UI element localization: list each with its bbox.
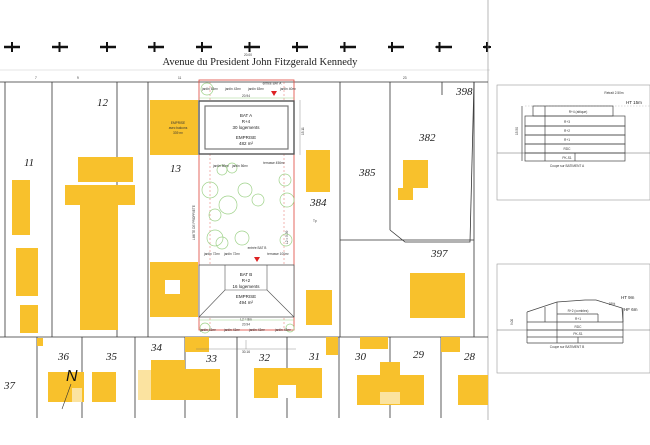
- svg-text:jardin 63m²: jardin 63m²: [201, 87, 218, 91]
- neighbor-emprise: EMPRISE: [171, 121, 185, 125]
- svg-text:36: 36: [57, 351, 70, 363]
- svg-text:29: 29: [413, 349, 425, 361]
- svg-text:15.50: 15.50: [515, 127, 519, 135]
- svg-text:EMPRISE: EMPRISE: [236, 135, 256, 140]
- svg-text:jardin 43m²: jardin 43m²: [248, 328, 265, 332]
- svg-text:jardin 63m²: jardin 63m²: [247, 87, 264, 91]
- street-number: 23: [403, 76, 407, 80]
- svg-text:384: 384: [309, 197, 327, 209]
- svg-text:R+4: R+4: [242, 119, 251, 124]
- svg-text:30 logements: 30 logements: [232, 125, 260, 130]
- svg-text:382: 382: [418, 132, 436, 144]
- street-number: 7: [35, 76, 37, 80]
- svg-text:494 m²: 494 m²: [239, 300, 254, 305]
- road-width-dim: 20.00: [244, 53, 252, 57]
- svg-text:32: 32: [258, 352, 271, 364]
- svg-text:34: 34: [150, 342, 163, 354]
- svg-text:jardin 80m²: jardin 80m²: [212, 164, 229, 168]
- section-bat-a: R+4 (attique) R+3 R+2 R+1 RDC PK-S1 Coup…: [496, 84, 650, 201]
- lot-numbers: 11 12 13 382 384 385 397 398 28 29 30 31…: [3, 86, 476, 392]
- svg-text:11: 11: [24, 157, 34, 169]
- svg-text:Tp: Tp: [313, 219, 317, 223]
- svg-text:BAT A: BAT A: [240, 113, 252, 118]
- svg-text:jardin 56m²: jardin 56m²: [231, 164, 248, 168]
- svg-text:terrasse 100m²: terrasse 100m²: [267, 252, 288, 256]
- svg-text:16 logements: 16 logements: [232, 284, 260, 289]
- svg-text:jardin 43m²: jardin 43m²: [224, 87, 241, 91]
- bat-a-label: BAT A R+4 30 logements EMPRISE 482 m²: [232, 113, 260, 146]
- svg-text:terrasse 456m²: terrasse 456m²: [263, 161, 284, 165]
- svg-text:N: N: [66, 368, 78, 385]
- svg-text:jardin 72m²: jardin 72m²: [203, 252, 220, 256]
- svg-text:R+2: R+2: [242, 278, 251, 283]
- project-plot: [198, 79, 295, 334]
- svg-text:397: 397: [430, 248, 448, 260]
- dimensions: 20.94 L2 = 8m 20.94 30.16 15.11 LIMITE D…: [192, 94, 317, 354]
- svg-text:33: 33: [205, 353, 218, 365]
- neighbor-balcony: avec balcons: [169, 126, 188, 130]
- svg-text:20.94: 20.94: [242, 94, 250, 98]
- north-arrow-icon: N: [61, 368, 78, 410]
- svg-text:PK-S1: PK-S1: [562, 156, 571, 160]
- svg-text:RDC: RDC: [564, 147, 572, 151]
- entry-b-marker-icon: [254, 257, 260, 262]
- svg-text:R+2 (combles): R+2 (combles): [568, 309, 589, 313]
- svg-text:Coupe sur BATIMENT B: Coupe sur BATIMENT B: [550, 345, 584, 349]
- building-b: [198, 264, 295, 318]
- svg-text:LIMITE DE PROPRIETE: LIMITE DE PROPRIETE: [192, 205, 196, 240]
- svg-text:HT 9m: HT 9m: [621, 295, 635, 300]
- svg-text:R+2: R+2: [564, 129, 570, 133]
- svg-text:R+1: R+1: [564, 138, 570, 142]
- svg-text:482 m²: 482 m²: [239, 141, 254, 146]
- svg-text:L2 = 5.39: L2 = 5.39: [285, 230, 289, 244]
- road-name: Avenue du President John Fitzgerald Kenn…: [163, 57, 359, 68]
- svg-text:HT 15m: HT 15m: [626, 100, 642, 105]
- svg-text:R+1: R+1: [575, 317, 581, 321]
- svg-text:jardin 40m²: jardin 40m²: [279, 87, 296, 91]
- road-crosses: [8, 42, 491, 52]
- svg-text:20.94: 20.94: [242, 323, 250, 327]
- svg-text:PK-S1: PK-S1: [573, 332, 582, 336]
- svg-text:30: 30: [354, 351, 367, 363]
- svg-text:Coupe sur BATIMENT A: Coupe sur BATIMENT A: [550, 164, 585, 168]
- section-bat-b: R+2 (combles) R+1 RDC PK-S1 Coupe sur BA…: [496, 263, 650, 374]
- svg-text:35: 35: [105, 351, 118, 363]
- svg-text:Retrait 2.50m: Retrait 2.50m: [604, 91, 623, 95]
- svg-text:jardin 43m²: jardin 43m²: [199, 328, 216, 332]
- svg-text:28: 28: [464, 351, 476, 363]
- svg-text:jardin 43m²: jardin 43m²: [223, 328, 240, 332]
- svg-text:L2 = 8m: L2 = 8m: [240, 318, 252, 322]
- svg-text:13: 13: [170, 163, 182, 175]
- garden-labels: jardin 63m² jardin 43m² jardin 63m² jard…: [199, 82, 296, 333]
- svg-text:31: 31: [308, 351, 320, 363]
- svg-text:35%: 35%: [609, 302, 616, 306]
- entry-a-marker-icon: [271, 91, 277, 96]
- svg-text:jardin 43m²: jardin 43m²: [274, 328, 291, 332]
- svg-text:R+4 (attique): R+4 (attique): [569, 110, 588, 114]
- svg-text:entrée BAT A: entrée BAT A: [263, 82, 283, 86]
- svg-text:EMPRISE: EMPRISE: [236, 294, 256, 299]
- svg-text:entrée BAT B: entrée BAT B: [248, 246, 267, 250]
- svg-text:jardin 72m²: jardin 72m²: [223, 252, 240, 256]
- building-a: [198, 100, 295, 155]
- bat-b-label: BAT B R+2 16 logements EMPRISE 494 m²: [232, 272, 260, 305]
- svg-text:15.11: 15.11: [301, 127, 305, 135]
- svg-text:BAT B: BAT B: [240, 272, 253, 277]
- svg-text:R+3: R+3: [564, 120, 570, 124]
- street-number: 9: [77, 76, 79, 80]
- svg-text:HF 6m: HF 6m: [624, 307, 638, 312]
- svg-text:385: 385: [358, 167, 376, 179]
- svg-text:37: 37: [3, 380, 16, 392]
- neighbor-buildings: [12, 100, 488, 405]
- street-number: 11: [178, 76, 182, 80]
- svg-text:398: 398: [455, 86, 473, 98]
- svg-text:30.16: 30.16: [242, 350, 250, 354]
- neighbor-area: 339 m²: [173, 131, 183, 135]
- svg-text:12: 12: [97, 97, 109, 109]
- svg-text:9.00: 9.00: [510, 319, 514, 325]
- svg-text:RDC: RDC: [575, 325, 583, 329]
